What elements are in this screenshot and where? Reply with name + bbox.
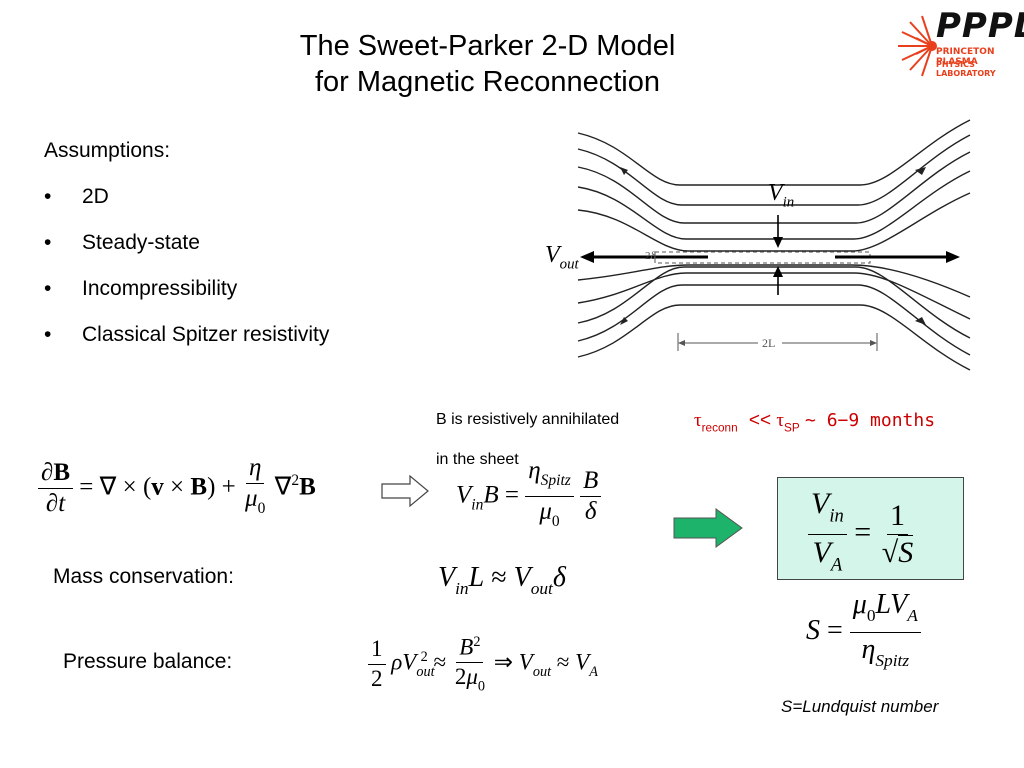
logo-line-1: PRINCETON PLASMA	[936, 47, 995, 67]
length-label: 2L	[762, 336, 776, 350]
pppl-logo: PPPL PRINCETON PLASMA PHYSICS LABORATORY	[896, 6, 1024, 82]
list-item: •Incompressibility	[44, 277, 238, 300]
timescale-statement: τreconn << τSP ~ 6−9 months	[694, 410, 936, 435]
starburst-icon	[898, 15, 937, 77]
v-in-label: Vin	[768, 180, 795, 211]
lundquist-note: S=Lundquist number	[781, 697, 939, 716]
logo-wordmark: PPPL	[936, 6, 1024, 46]
title-line-2: for Magnetic Reconnection	[315, 66, 660, 98]
list-item: •Steady-state	[44, 231, 200, 254]
thickness-label: 2δ	[645, 250, 656, 262]
page-title: The Sweet-Parker 2-D Model for Magnetic …	[0, 28, 975, 100]
reconnection-diagram	[577, 119, 971, 371]
note-line-1: B is resistively annihilated	[436, 411, 620, 428]
note-line-2: in the sheet	[436, 451, 519, 468]
v-out-label: Vout	[545, 242, 579, 273]
implies-arrow-icon	[381, 474, 429, 508]
annihilation-note: B is resistively annihilated in the shee…	[436, 400, 619, 480]
logo-line-2: PHYSICS LABORATORY	[936, 60, 996, 78]
title-line-1: The Sweet-Parker 2-D Model	[299, 30, 676, 62]
list-item: •Classical Spitzer resistivity	[44, 323, 330, 346]
assumptions-heading: Assumptions:	[44, 139, 171, 162]
mass-conservation-label: Mass conservation:	[53, 565, 234, 588]
pressure-balance-label: Pressure balance:	[63, 650, 233, 673]
list-item: •2D	[44, 185, 109, 208]
result-arrow-icon	[673, 508, 743, 548]
assumptions-list: Assumptions: •2D •Steady-state •Incompre…	[44, 138, 329, 368]
mass-conservation-equation: VinL ≈ Voutδ	[438, 562, 566, 598]
